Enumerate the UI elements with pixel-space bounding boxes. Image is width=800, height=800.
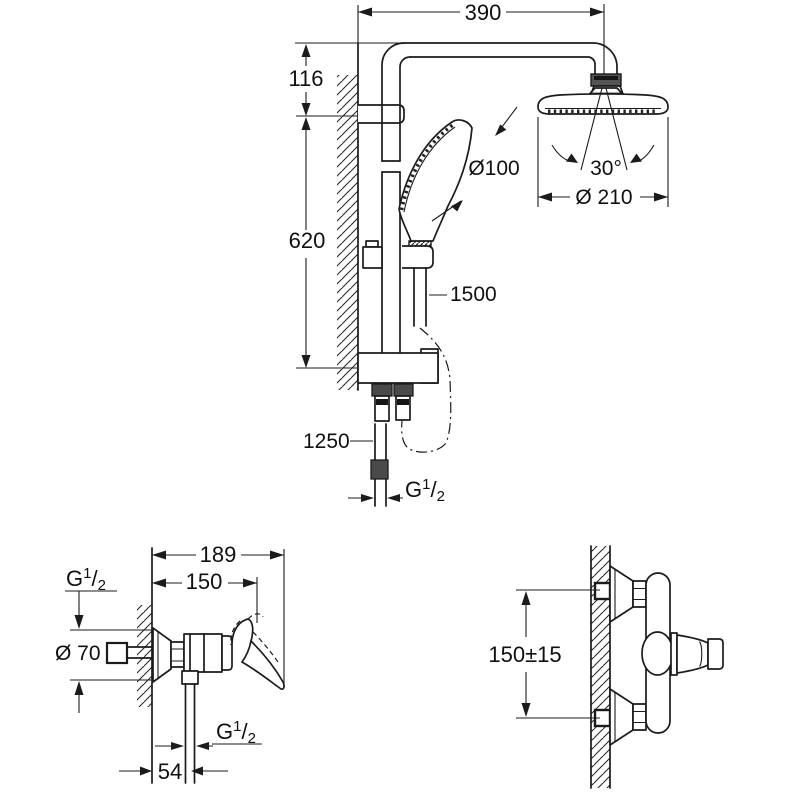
extension-lines [295,4,669,369]
dim-1250-label: 1250 [303,430,350,453]
dimension-body-depth: 150 [152,569,258,623]
hose-connections [371,383,414,422]
dim-620-label: 620 [289,228,326,253]
shower-system-view: 390 116 620 [288,0,669,507]
hand-shower-holder [362,240,434,269]
dim-189-label: 189 [200,542,237,567]
mixer-side-view: 189 150 G1/2 Ø 70 [55,542,285,784]
dimension-connection-spacing: 150±15 [488,589,600,719]
s-union-top [593,581,612,601]
dim-390-label: 390 [465,0,502,25]
wall-bracket-pipe [381,104,401,124]
dim-116-label: 116 [288,66,323,91]
dim-100-label: Ø100 [468,157,519,180]
mixer-front-view: 150±15 [488,545,724,789]
supply-pipe [105,641,153,665]
wall-section-side [137,547,153,784]
hand-shower [398,119,473,242]
dimension-head-offset: 116 [288,44,324,116]
dim-1500-label: 1500 [450,283,497,306]
dimension-head-diameter: Ø 210 [538,186,668,209]
dimension-hand-shower-diameter: Ø100 [431,106,520,222]
head-shower [537,87,669,115]
mixer-body-front [641,572,724,734]
mixer-lever [230,613,285,690]
shower-outlet: G1/2 [155,670,262,784]
dim-54-label: 54 [158,759,182,784]
thread-g12-top-view: G1/2 [405,476,445,505]
hose-loop [401,327,452,453]
escutcheons [609,565,647,746]
dimension-flange-diameter: Ø 70 [55,591,153,713]
dimension-arm-reach: 390 [358,0,604,25]
mixer-knob [707,638,724,670]
thread-g12-outlet: G1/2 [216,718,256,747]
dimension-outlet-offset: 54 [119,759,228,784]
wall-section [337,42,359,391]
diverter-housing [357,348,439,384]
dim-150-15-label: 150±15 [488,642,561,667]
dim-210-label: Ø 210 [575,186,632,209]
dim-150-label: 150 [186,569,223,594]
mixer-body-side [152,627,233,683]
thread-g12-inlet: G1/2 [66,565,106,594]
dimension-rail-length: 620 [289,117,326,368]
angle-30-label: 30° [590,157,622,180]
wall-bracket [358,104,405,124]
dimension-total-depth: 189 [152,542,285,688]
inlet-thread-label: G1/2 [65,565,117,594]
spray-angle: 30° [551,87,655,180]
hand-shower-hose: 1500 [413,267,497,327]
dim-70-label: Ø 70 [55,642,101,665]
outlet-hose: 1250 G1/2 [303,423,445,507]
